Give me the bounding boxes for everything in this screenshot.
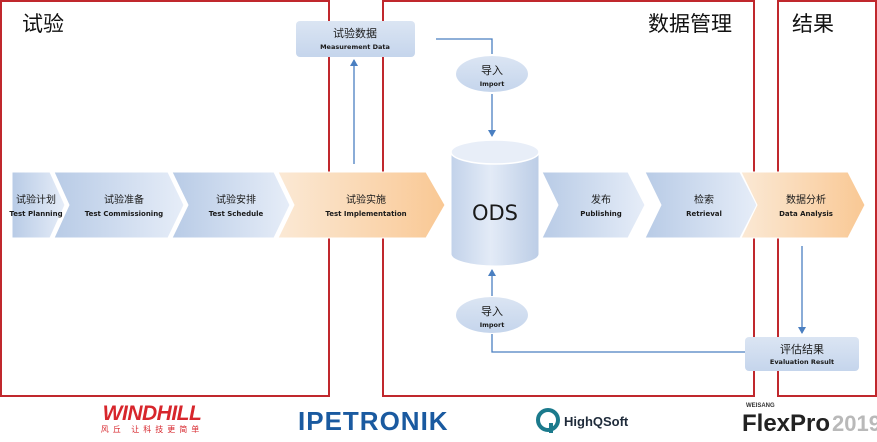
step-test-commissioning: 试验准备 Test Commissioning — [53, 171, 185, 239]
step-publishing: 发布 Publishing — [541, 171, 646, 239]
step-label-zh: 试验安排 — [216, 193, 256, 206]
windhill-logo: WINDHILL 风丘 让科技更简单 — [92, 403, 212, 435]
import-bottom-zh: 导入 — [481, 305, 503, 318]
flexpro-name: FlexPro — [742, 410, 831, 437]
highqsoft-logo: HighQSoft — [536, 406, 628, 436]
measurement-data-box: 试验数据 Measurement Data — [296, 21, 415, 57]
step-label-en: Publishing — [580, 210, 621, 218]
ipetronik-logo: IPETRONIK — [298, 406, 449, 436]
step-test-schedule: 试验安排 Test Schedule — [171, 171, 291, 239]
step-retrieval: 检索 Retrieval — [644, 171, 758, 239]
ods-database: ODS — [450, 139, 540, 267]
step-label-en: Test Implementation — [325, 210, 406, 218]
import-top-en: Import — [480, 80, 505, 88]
flexpro-logo: WEISANG FlexPro2019 — [742, 402, 877, 441]
import-bottom: 导入 Import — [456, 297, 528, 333]
step-test-implementation: 试验实施 Test Implementation — [277, 171, 446, 239]
highqsoft-icon — [536, 408, 560, 433]
step-label-en: Retrieval — [686, 210, 722, 218]
step-data-analysis: 数据分析 Data Analysis — [740, 171, 866, 239]
import-top: 导入 Import — [456, 56, 528, 92]
step-label-zh: 试验准备 — [104, 193, 144, 206]
data-management-panel-title: 数据管理 — [648, 12, 732, 36]
step-label-en: Test Planning — [9, 210, 62, 218]
windhill-logo-text: WINDHILL — [102, 402, 202, 425]
measurement-data-en: Measurement Data — [320, 43, 390, 51]
step-test-planning: 试验计划 Test Planning — [9, 171, 66, 239]
ods-label: ODS — [472, 201, 518, 225]
import-top-zh: 导入 — [481, 64, 503, 77]
import-bottom-en: Import — [480, 321, 505, 329]
flexpro-year: 2019 — [832, 411, 877, 436]
step-label-zh: 试验实施 — [346, 193, 386, 206]
step-label-zh: 发布 — [591, 193, 611, 206]
measurement-data-zh: 试验数据 — [333, 26, 377, 40]
evaluation-result-zh: 评估结果 — [780, 343, 824, 356]
line-measurement-to-import — [436, 38, 493, 54]
step-label-zh: 检索 — [694, 193, 714, 206]
windhill-slogan: 风丘 让科技更简单 — [100, 425, 204, 434]
step-label-en: Data Analysis — [779, 210, 833, 218]
test-panel-title: 试验 — [22, 12, 64, 36]
evaluation-result-en: Evaluation Result — [770, 358, 834, 366]
step-label-en: Test Schedule — [209, 210, 264, 218]
line-evaluation-to-import — [491, 334, 745, 353]
evaluation-result-box: 评估结果 Evaluation Result — [745, 337, 859, 371]
results-panel-title: 结果 — [792, 12, 834, 36]
highqsoft-logo-text: HighQSoft — [564, 413, 629, 429]
step-label-zh: 试验计划 — [16, 193, 56, 206]
step-label-en: Test Commissioning — [85, 210, 163, 218]
weisang-label: WEISANG — [746, 403, 775, 409]
step-label-zh: 数据分析 — [786, 193, 826, 206]
